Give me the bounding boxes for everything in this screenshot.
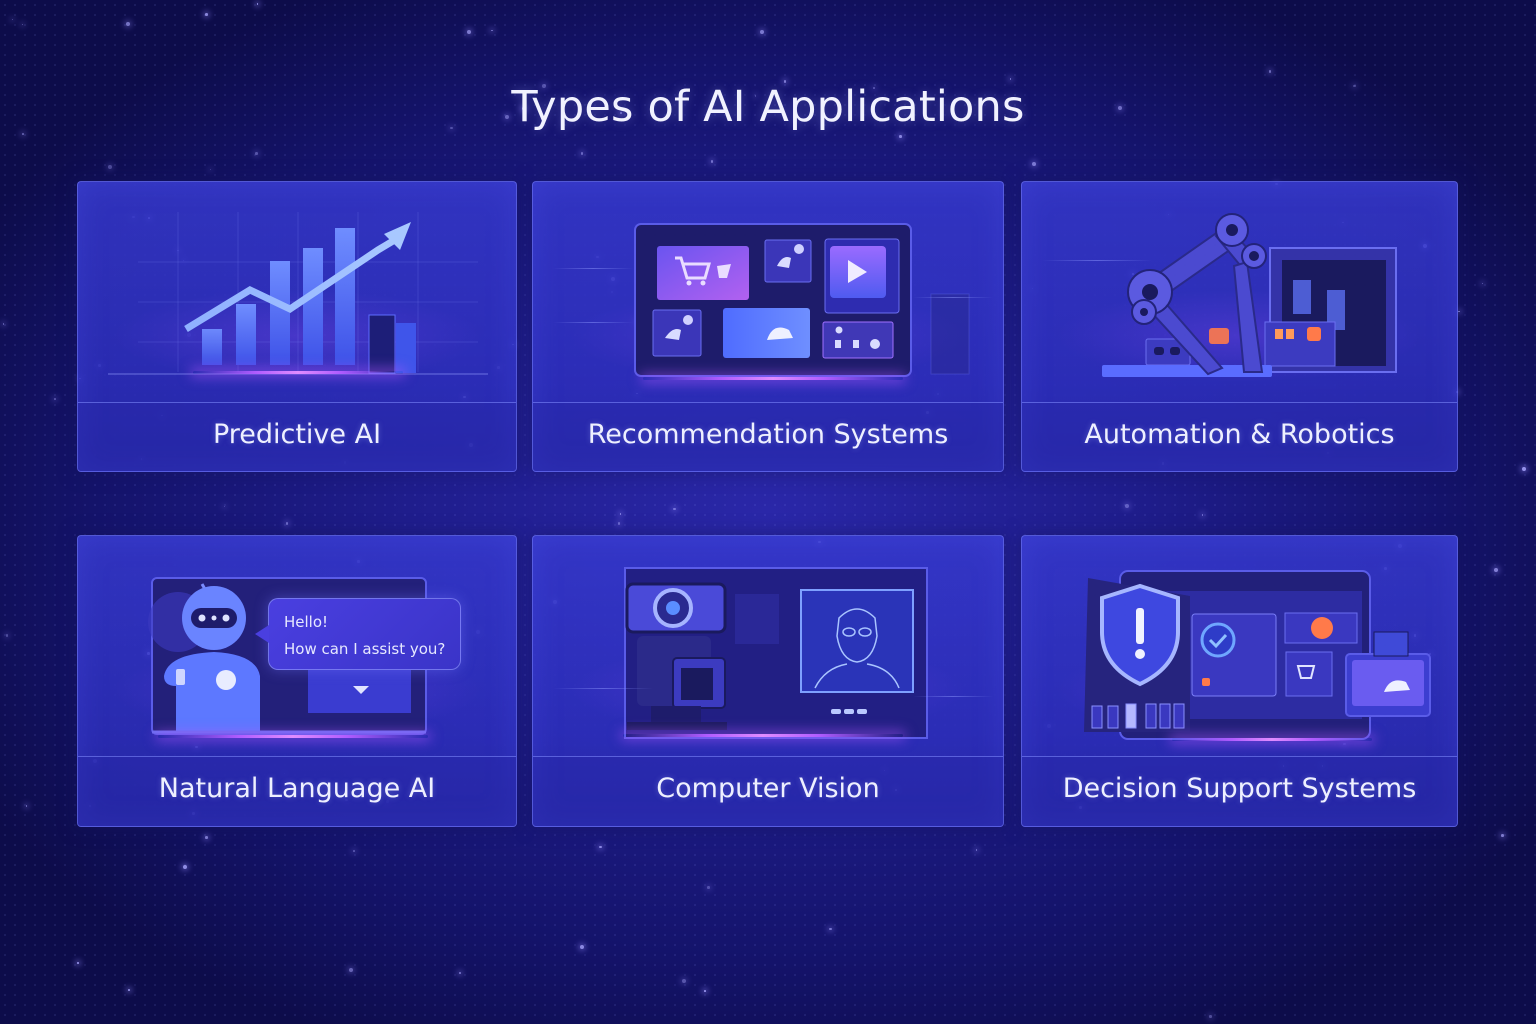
- glow-line: [1172, 738, 1372, 741]
- card-label: Recommendation Systems: [587, 418, 949, 450]
- card-natural-language-ai: Hello! How can I assist you? Natural Lan…: [77, 535, 517, 827]
- card-label: Automation & Robotics: [1084, 418, 1395, 450]
- glow-line: [158, 735, 428, 738]
- card-label-area: Recommendation Systems: [533, 403, 1003, 471]
- card-recommendation-systems: Recommendation Systems: [532, 181, 1004, 472]
- trend-chart-icon: [78, 182, 516, 402]
- card-label-area: Automation & Robotics: [1022, 403, 1457, 471]
- card-label: Natural Language AI: [158, 773, 436, 804]
- chatbot-icon: Hello! How can I assist you?: [78, 536, 516, 756]
- recommendation-screen-icon: [533, 182, 1003, 402]
- card-divider: [1022, 756, 1457, 757]
- card-label-area: Computer Vision: [533, 757, 1003, 826]
- card-divider: [78, 402, 516, 403]
- glow-line: [193, 371, 403, 374]
- card-predictive-ai: Predictive AI: [77, 181, 517, 472]
- card-automation-robotics: Automation & Robotics: [1021, 181, 1458, 472]
- chat-bubble-line-1: Hello!: [284, 613, 329, 631]
- card-decision-support-systems: Decision Support Systems: [1021, 535, 1458, 827]
- card-divider: [1022, 402, 1457, 403]
- dashboard-shield-icon: [1022, 536, 1457, 756]
- robotic-arm-icon: [1022, 182, 1457, 402]
- camera-face-scan-icon: [533, 536, 1003, 756]
- card-divider: [533, 402, 1003, 403]
- card-label: Predictive AI: [212, 418, 382, 450]
- card-divider: [533, 756, 1003, 757]
- card-label-area: Decision Support Systems: [1022, 757, 1457, 826]
- card-label: Computer Vision: [656, 773, 880, 804]
- card-label: Decision Support Systems: [1062, 773, 1417, 804]
- glow-line: [643, 377, 903, 380]
- card-label-area: Predictive AI: [78, 403, 516, 471]
- chat-bubble: Hello! How can I assist you?: [255, 598, 461, 670]
- page-title: Types of AI Applications: [511, 82, 1025, 132]
- chat-bubble-line-2: How can I assist you?: [284, 640, 446, 658]
- card-computer-vision: Computer Vision: [532, 535, 1004, 827]
- card-label-area: Natural Language AI: [78, 757, 516, 826]
- glow-line: [623, 734, 903, 737]
- card-divider: [78, 756, 516, 757]
